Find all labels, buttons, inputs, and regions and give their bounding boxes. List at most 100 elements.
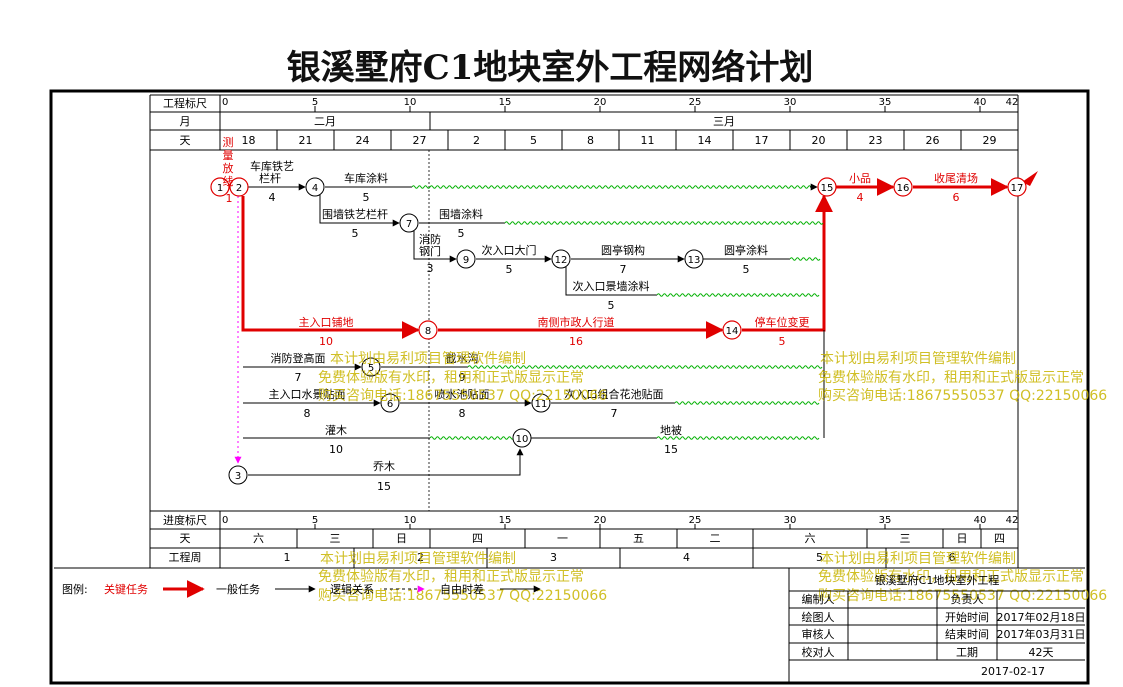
scale-tick: 35 <box>879 97 892 108</box>
scale-tick: 10 <box>404 515 417 526</box>
task-label: 停车位变更 <box>755 315 810 329</box>
float-line <box>789 257 821 261</box>
weekday-label: 四 <box>994 532 1005 545</box>
scale-tick: 42 <box>1006 515 1019 526</box>
task-label: 消防 <box>419 232 441 246</box>
task-duration: 16 <box>569 335 583 348</box>
node-label: 10 <box>516 434 529 445</box>
day-label: 5 <box>530 134 537 147</box>
info-duration-value: 42天 <box>1029 646 1054 659</box>
scale-tick: 25 <box>689 97 702 108</box>
day-label: 8 <box>587 134 594 147</box>
week-label: 5 <box>816 551 823 564</box>
month-label: 二月 <box>314 115 336 128</box>
task-label: 主入口水景贴面 <box>269 387 346 401</box>
scale-tick: 15 <box>499 97 512 108</box>
network-arrows <box>227 171 1038 476</box>
scale-tick: 40 <box>974 97 987 108</box>
week-label: 6 <box>949 551 956 564</box>
scale-tick: 20 <box>594 97 607 108</box>
task-label: 截水沟 <box>446 351 479 365</box>
node-label: 16 <box>897 183 910 194</box>
task-measure-3: 放 <box>223 161 234 175</box>
node-label: 5 <box>368 363 374 374</box>
network-nodes: 1 2 3 4 5 6 7 8 9 10 11 12 13 15 14 16 1… <box>210 177 1027 485</box>
scale-tick: 0 <box>222 97 228 108</box>
info-end-value: 2017年03月31日 <box>997 627 1086 641</box>
task-duration: 4 <box>857 191 864 204</box>
weekday-label: 一 <box>557 532 568 545</box>
task-label: 乔木 <box>373 460 395 473</box>
legend-float-label: 自由时差 <box>440 582 484 596</box>
info-start-value: 2017年02月18日 <box>997 610 1086 624</box>
node-label: 15 <box>821 183 834 194</box>
task-duration: 5 <box>608 299 615 312</box>
row-label-day-bottom: 天 <box>180 532 191 545</box>
node-label: 3 <box>235 471 241 482</box>
scale-tick: 25 <box>689 515 702 526</box>
task-duration: 5 <box>352 227 359 240</box>
day-label: 23 <box>869 134 883 147</box>
week-label: 3 <box>550 551 557 564</box>
watermark-line3: 购买咨询电话:18675550537 QQ:22150066 <box>818 388 1107 404</box>
task-label: 小品 <box>849 172 871 185</box>
row-label-week: 工程周 <box>169 551 202 564</box>
task-label: 地被 <box>660 424 682 437</box>
task-measure-1: 测 <box>223 136 234 149</box>
task-label: 次入口景墙涂料 <box>573 279 650 293</box>
day-label: 17 <box>755 134 769 147</box>
watermark-line3: 购买咨询电话:18675550537 QQ:22150066 <box>318 388 607 404</box>
info-drawer-label: 绘图人 <box>802 610 835 624</box>
watermark-line1: 本计划由易利项目管理软件编制 <box>330 351 526 367</box>
task-duration: 15 <box>377 480 391 493</box>
info-block: 银溪墅府C1地块室外工程 编制人 负责人 绘图人 开始时间 2017年02月18… <box>788 568 1086 683</box>
task-label: 收尾清场 <box>934 171 978 185</box>
node-label: 11 <box>535 399 548 410</box>
task-duration: 5 <box>458 227 465 240</box>
task-duration: 6 <box>953 191 960 204</box>
outer-frame <box>49 89 1090 685</box>
row-label-month: 月 <box>180 115 191 128</box>
task-duration: 7 <box>620 263 627 276</box>
weekday-label: 五 <box>633 532 644 545</box>
task-label: 灌木 <box>325 424 347 437</box>
task-labels: 测 量 放 线 1 车库铁艺 栏杆 4 车库涂料 5 围墙铁艺栏杆 5 围墙涂料… <box>223 136 979 493</box>
day-label: 24 <box>356 134 370 147</box>
watermark-line2: 免费体验版有水印，租用和正式版显示正常 <box>818 569 1084 585</box>
node-label: 17 <box>1011 183 1024 194</box>
scale-tick: 20 <box>594 515 607 526</box>
task-duration: 8 <box>459 407 466 420</box>
scale-tick: 5 <box>312 515 318 526</box>
day-label: 21 <box>299 134 313 147</box>
scale-tick: 5 <box>312 97 318 108</box>
legend-label: 图例: <box>62 582 88 596</box>
watermark-line2: 免费体验版有水印，租用和正式版显示正常 <box>818 370 1084 386</box>
scale-tick: 35 <box>879 515 892 526</box>
task-duration: 7 <box>611 407 618 420</box>
task-duration: 10 <box>319 335 333 348</box>
week-label: 2 <box>417 551 424 564</box>
node-label: 4 <box>312 183 318 194</box>
day-label: 14 <box>698 134 712 147</box>
weekday-label: 六 <box>253 532 264 545</box>
task-label: 南侧市政人行道 <box>538 315 615 329</box>
weekday-label: 日 <box>396 532 407 545</box>
task-label: 栏杆 <box>259 171 281 185</box>
float-line <box>656 293 820 297</box>
row-label-scale-bottom: 进度标尺 <box>163 513 207 527</box>
float-line <box>674 401 820 405</box>
day-top-dividers <box>276 130 1019 150</box>
day-label: 26 <box>926 134 940 147</box>
task-label: 次入口组合花池贴面 <box>565 387 664 401</box>
legend-normal-label: 一般任务 <box>216 583 260 596</box>
watermark-line1: 本计划由易利项目管理软件编制 <box>820 551 1016 567</box>
node-label: 14 <box>726 326 739 337</box>
task-measure-2: 量 <box>223 149 234 162</box>
task-duration: 5 <box>779 335 786 348</box>
task-duration: 15 <box>664 443 678 456</box>
